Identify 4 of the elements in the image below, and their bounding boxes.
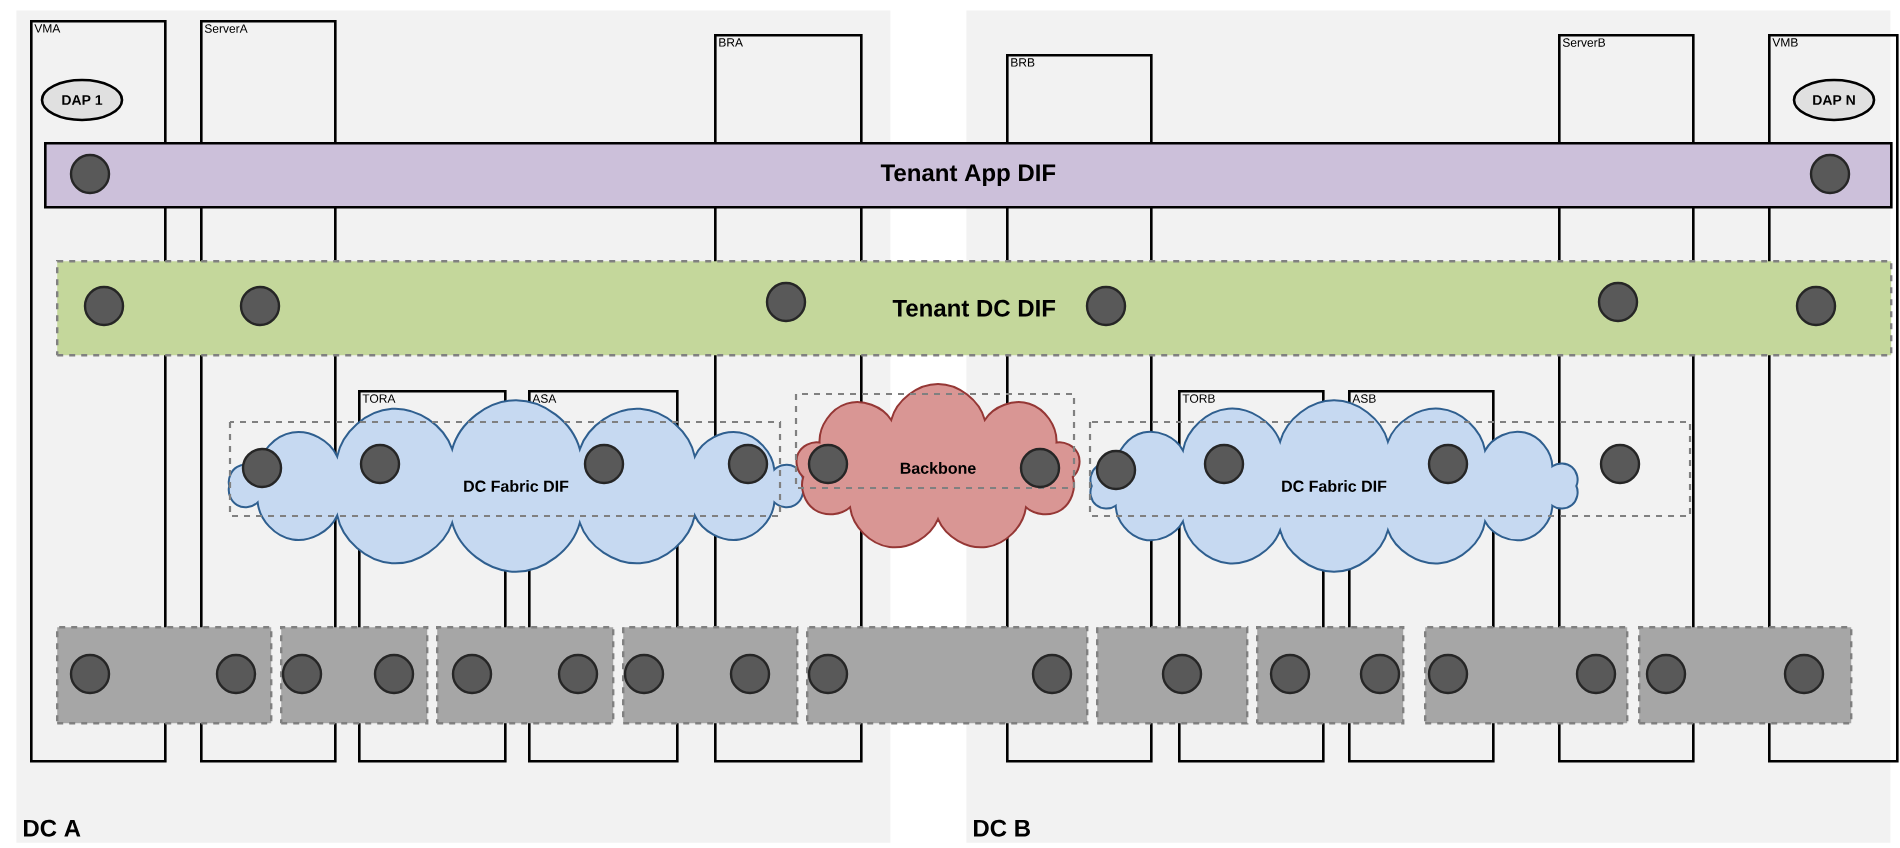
dif-band: Tenant App DIF [44, 142, 1893, 209]
dashed-box [806, 626, 1089, 725]
dashed-box [1096, 626, 1249, 725]
dif-band: Tenant DC DIF [56, 260, 1893, 357]
